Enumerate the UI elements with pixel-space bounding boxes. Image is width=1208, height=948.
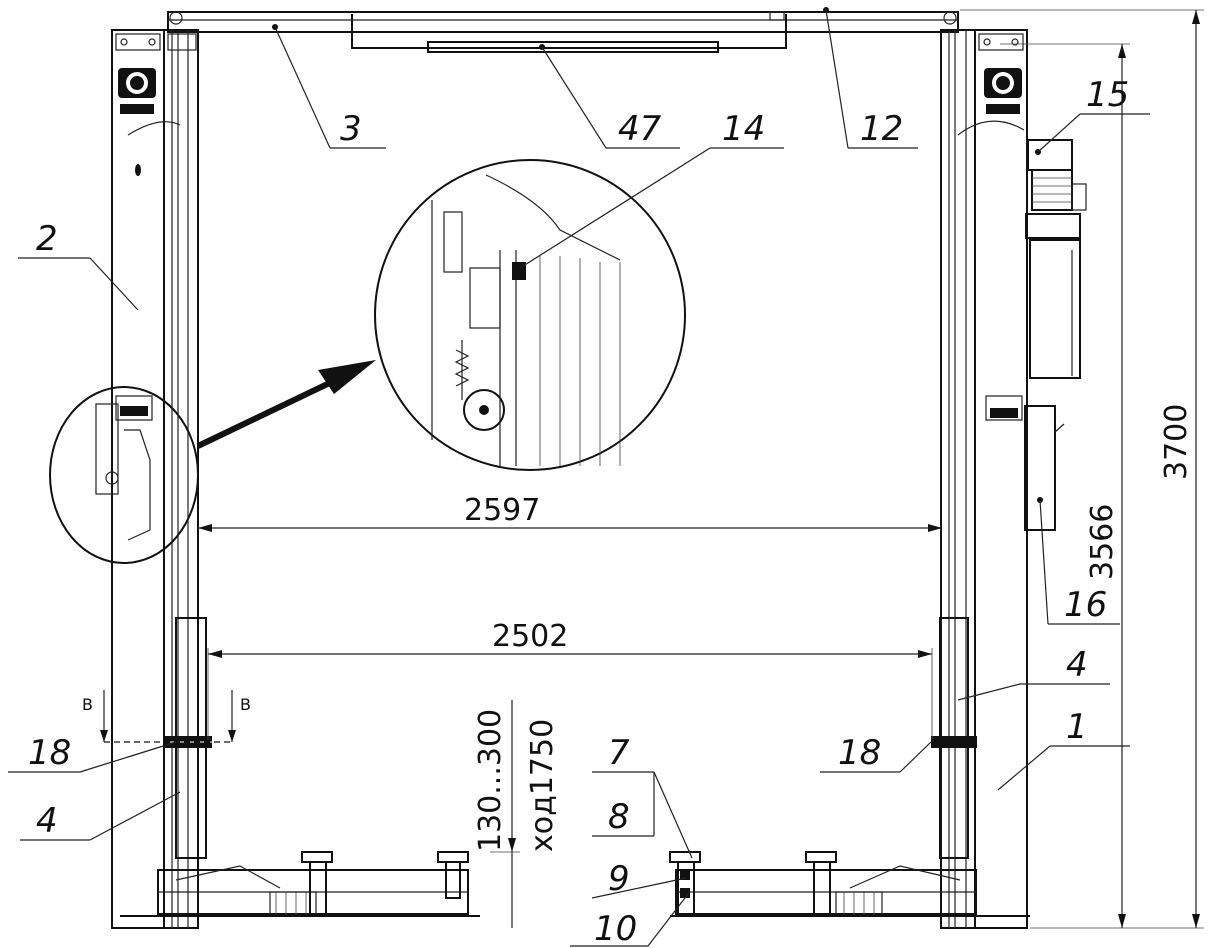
dim-pad-range: 130...300 bbox=[473, 709, 508, 852]
callout-14: 14 bbox=[722, 109, 765, 149]
callout-10: 10 bbox=[594, 909, 637, 948]
callout-1: 1 bbox=[1066, 707, 1088, 747]
callout-7: 7 bbox=[608, 733, 630, 773]
callout-3: 3 bbox=[340, 109, 362, 149]
dimension-lines bbox=[198, 9, 1204, 929]
callout-12: 12 bbox=[860, 109, 903, 149]
callout-18-right: 18 bbox=[838, 733, 881, 773]
section-label-right: B bbox=[240, 695, 251, 714]
dimension-labels: 2597 2502 3700 3566 130...300 ход1750 bbox=[464, 404, 1194, 852]
detail-circle-small bbox=[49, 386, 199, 564]
dim-3566: 3566 bbox=[1085, 504, 1120, 580]
left-column bbox=[111, 29, 212, 929]
dim-stroke: ход1750 bbox=[525, 719, 560, 852]
callout-9: 9 bbox=[608, 859, 630, 899]
logo-left bbox=[118, 68, 156, 114]
dim-3700: 3700 bbox=[1159, 404, 1194, 480]
overhead-beam bbox=[167, 7, 959, 53]
leader-lines bbox=[8, 9, 1150, 947]
power-unit bbox=[1025, 139, 1087, 379]
section-marks: B B bbox=[82, 690, 251, 743]
callout-2: 2 bbox=[36, 219, 58, 259]
control-box bbox=[1024, 405, 1065, 531]
callout-labels: 3 47 12 14 15 2 16 4 1 18 18 4 7 8 9 10 bbox=[28, 75, 1129, 948]
callout-15: 15 bbox=[1086, 75, 1129, 115]
dim-2502: 2502 bbox=[492, 619, 568, 654]
callout-4-left: 4 bbox=[36, 801, 58, 841]
section-label-left: B bbox=[82, 695, 93, 714]
base-left bbox=[120, 851, 480, 917]
callout-16: 16 bbox=[1064, 585, 1107, 625]
callout-47: 47 bbox=[618, 109, 662, 149]
detail-arrow bbox=[196, 360, 376, 449]
callout-4-right: 4 bbox=[1066, 645, 1088, 685]
base-right bbox=[669, 851, 1030, 917]
right-column bbox=[931, 29, 1028, 929]
callout-18-left: 18 bbox=[28, 733, 71, 773]
logo-right bbox=[984, 68, 1022, 114]
dim-2597: 2597 bbox=[464, 493, 540, 528]
detail-circle-large bbox=[374, 159, 686, 471]
callout-8: 8 bbox=[608, 797, 630, 837]
